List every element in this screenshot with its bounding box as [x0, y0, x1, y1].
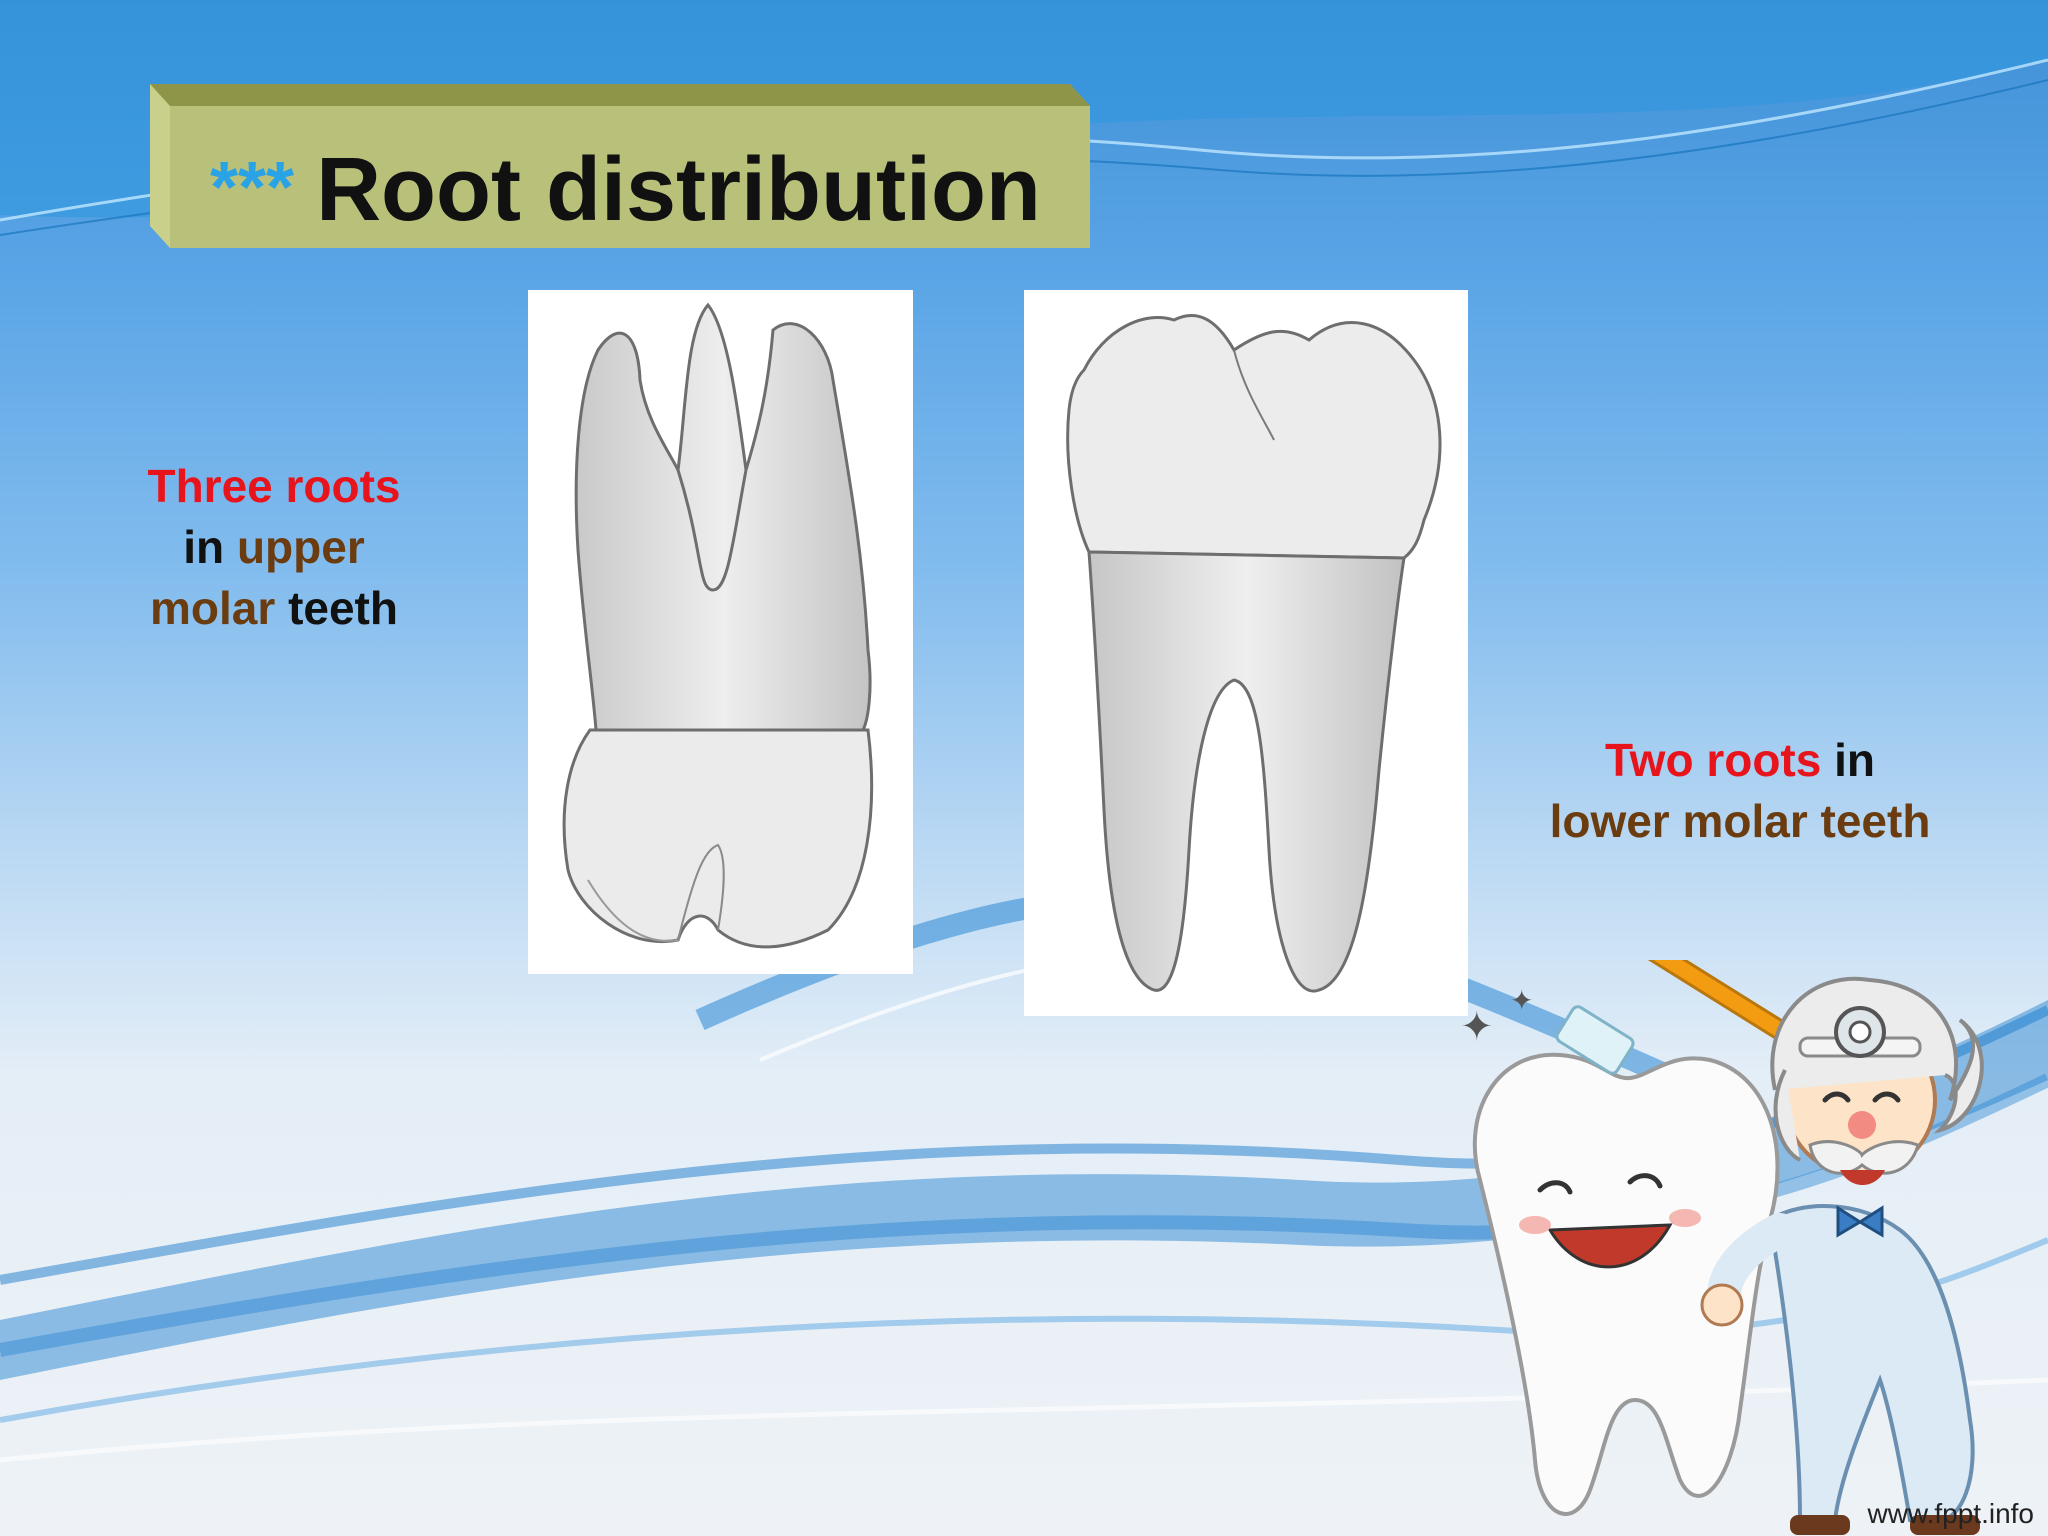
- caption-upper-position: upper: [236, 521, 365, 573]
- svg-text:✦: ✦: [1460, 1005, 1494, 1049]
- title-box: [150, 84, 1090, 248]
- slide-title: *** Root distribution: [210, 138, 1041, 240]
- caption-lower-molar: Two roots in lower molar teeth: [1510, 730, 1970, 852]
- title-stars: ***: [210, 148, 295, 228]
- caption-lower-position: lower molar teeth: [1549, 795, 1931, 847]
- caption-upper-molar-word: molar: [150, 582, 276, 634]
- upper-molar-image: [528, 290, 913, 974]
- caption-upper-count: Three roots: [147, 460, 401, 512]
- dentist-mascot-icon: ✦ ✦: [1460, 960, 1984, 1535]
- footer-url: www.fppt.info: [1867, 1498, 2034, 1529]
- svg-text:✦: ✦: [1510, 985, 1533, 1016]
- title-label: Root distribution: [316, 140, 1041, 240]
- caption-upper-teeth: teeth: [288, 582, 398, 634]
- caption-upper-molar: Three roots in upper molar teeth: [120, 456, 428, 639]
- lower-molar-image: [1024, 290, 1468, 1016]
- caption-upper-in: in: [183, 521, 225, 573]
- lower-molar-tooth-icon: [1066, 313, 1442, 993]
- caption-lower-count: Two roots: [1604, 734, 1822, 786]
- upper-molar-tooth-icon: [562, 302, 874, 949]
- caption-lower-in: in: [1834, 734, 1875, 786]
